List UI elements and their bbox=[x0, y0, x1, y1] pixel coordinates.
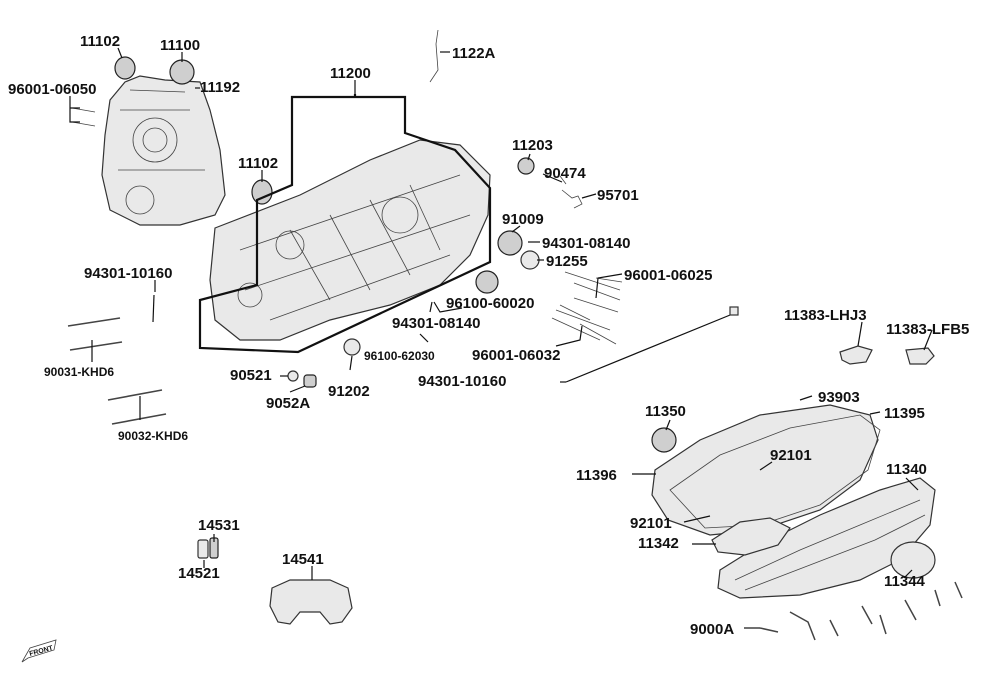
pin-90474-part bbox=[559, 175, 567, 185]
callout-96001-06032: 96001-06032 bbox=[472, 347, 560, 364]
callout-1122A: 1122A bbox=[452, 45, 496, 62]
front-marker-text: FRONT bbox=[29, 645, 55, 658]
callout-9000A: 9000A bbox=[690, 621, 734, 638]
long-stud-end bbox=[729, 306, 739, 316]
plug-9052A-part bbox=[303, 374, 317, 388]
long-stud-part bbox=[565, 312, 736, 383]
bolts-9000A-part bbox=[759, 581, 963, 641]
callout-11395: 11395 bbox=[884, 405, 925, 422]
callout-94301-08140a: 94301-08140 bbox=[542, 235, 630, 252]
cover-ribs bbox=[734, 499, 926, 591]
bushing-part-b bbox=[169, 59, 195, 85]
callout-11100: 11100 bbox=[160, 37, 200, 54]
clamp-11383-lfb5-part bbox=[905, 347, 935, 365]
clamp-11383-lhj3-part bbox=[839, 345, 873, 365]
callout-90474: 90474 bbox=[544, 165, 586, 182]
callout-11383-LHJ3: 11383-LHJ3 bbox=[784, 307, 867, 324]
callout-96100-60020: 96100-60020 bbox=[446, 295, 534, 312]
callout-14531: 14531 bbox=[198, 517, 240, 534]
callout-11383-LFB5: 11383-LFB5 bbox=[886, 321, 969, 338]
right-crankcase-part bbox=[101, 75, 226, 226]
callout-11102a: 11102 bbox=[80, 33, 120, 50]
long-studs-part bbox=[67, 317, 167, 425]
callout-11350: 11350 bbox=[645, 403, 686, 420]
bearing-11203-part bbox=[517, 157, 535, 175]
callout-9052A: 9052A bbox=[266, 395, 310, 412]
left-cover-11340-part bbox=[717, 477, 936, 599]
gear-96100-60020-part bbox=[475, 270, 499, 294]
seal-91202-part bbox=[343, 338, 361, 356]
short-stud-part bbox=[152, 294, 155, 323]
callout-90521: 90521 bbox=[230, 367, 272, 384]
callout-94301-10160a: 94301-10160 bbox=[84, 265, 172, 282]
callout-92101b: 92101 bbox=[630, 515, 672, 532]
callout-96001-06025: 96001-06025 bbox=[624, 267, 712, 284]
washer-90521-part bbox=[287, 370, 299, 382]
callout-95701: 95701 bbox=[597, 187, 639, 204]
cover-11344-part bbox=[890, 541, 936, 579]
gear-91009-part bbox=[497, 230, 523, 256]
callout-11203: 11203 bbox=[512, 137, 553, 154]
clip-95701-part bbox=[561, 189, 583, 209]
callout-14541: 14541 bbox=[282, 551, 324, 568]
front-marker: FRONT bbox=[21, 639, 57, 663]
gasket-14541-part bbox=[269, 579, 353, 625]
callout-11102b: 11102 bbox=[238, 155, 278, 172]
callout-94301-10160b: 94301-10160 bbox=[418, 373, 506, 390]
callout-90031-KHD6: 90031-KHD6 bbox=[44, 365, 114, 379]
callout-11200: 11200 bbox=[330, 65, 371, 82]
left-crankcase-part bbox=[209, 139, 491, 341]
callout-93903: 93903 bbox=[818, 389, 860, 406]
callout-11396: 11396 bbox=[576, 467, 617, 484]
callout-90032-KHD6: 90032-KHD6 bbox=[118, 429, 188, 443]
bolts-cluster-part bbox=[551, 271, 623, 345]
dowel-pins-part bbox=[71, 107, 96, 127]
callout-96001-06050: 96001-06050 bbox=[8, 81, 96, 98]
callout-91255: 91255 bbox=[546, 253, 588, 270]
seal-91255-part bbox=[520, 250, 540, 270]
bushing-part-a bbox=[114, 56, 136, 80]
callout-11344: 11344 bbox=[884, 573, 926, 590]
callout-11340: 11340 bbox=[886, 461, 927, 478]
leader-lines bbox=[69, 47, 933, 629]
breather-pipe-part bbox=[429, 29, 439, 83]
dust-cover-11350-part bbox=[651, 427, 677, 453]
group-frame-11200 bbox=[198, 94, 492, 354]
callout-96100-62030: 96100-62030 bbox=[364, 349, 435, 363]
callout-labels: 11102 11100 96001-06050 11192 11102 1120… bbox=[8, 33, 969, 638]
callout-91202: 91202 bbox=[328, 383, 370, 400]
callout-94301-08140b: 94301-08140 bbox=[392, 315, 480, 332]
gasket-11396-part bbox=[651, 404, 879, 536]
callout-92101a: 92101 bbox=[770, 447, 812, 464]
starter-pin-part bbox=[197, 537, 219, 559]
bushing-part-c bbox=[251, 179, 273, 205]
callout-14521: 14521 bbox=[178, 565, 220, 582]
gasket-11342-part bbox=[711, 517, 791, 556]
callout-91009: 91009 bbox=[502, 211, 544, 228]
callout-11192: 11192 bbox=[200, 79, 240, 96]
callout-11342: 11342 bbox=[638, 535, 679, 552]
